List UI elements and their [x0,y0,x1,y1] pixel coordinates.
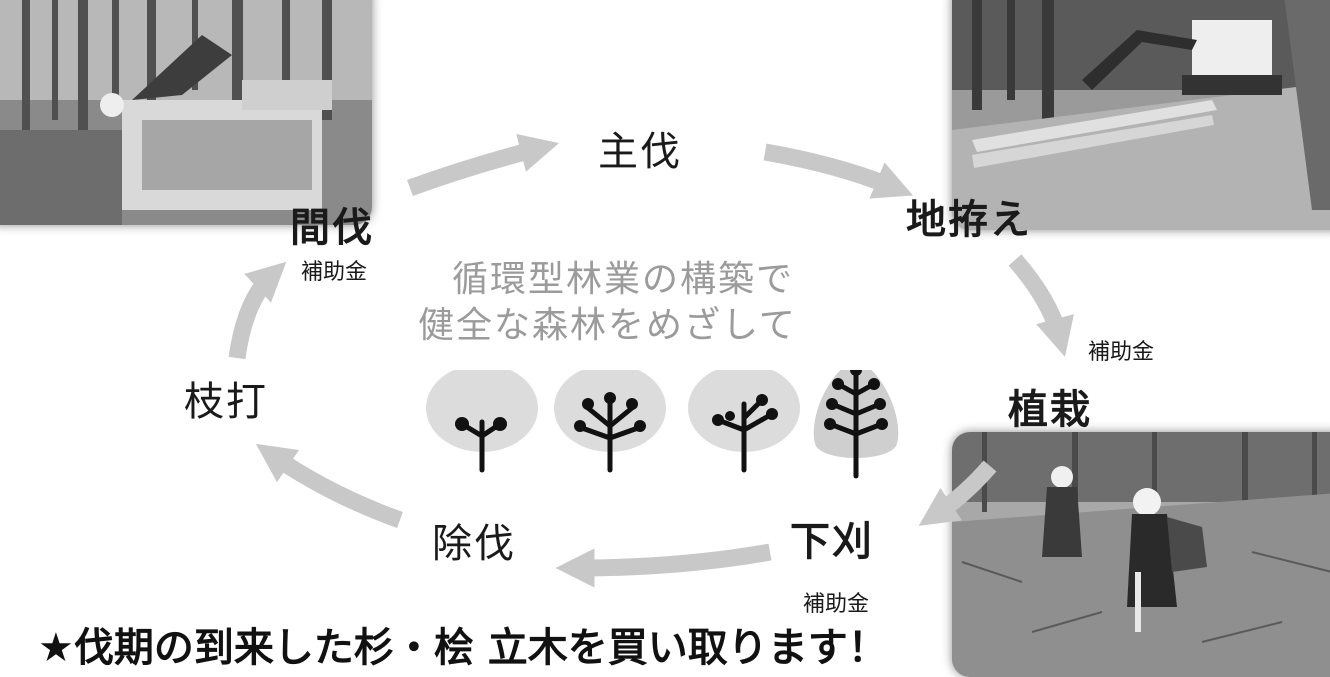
planting-photo-image [952,432,1330,677]
slogan-line-1: 循環型林業の構築で [452,259,795,300]
tree-growth-illustration [426,370,899,479]
subsidy-undercut: 補助金 [803,592,870,617]
planting-photo [952,432,1330,677]
stage-undercut: 下刈 [790,519,874,565]
subsidy-thinning: 補助金 [301,260,368,285]
arrow-undercut-to-weeding [555,543,772,588]
stage-weeding: 除伐 [432,521,516,567]
slogan-line-2: 健全な森林をめざして [418,305,797,346]
purchase-banner: ★伐期の到来した杉・桧 立木を買い取ります！ [38,625,888,671]
arrow-planting-to-undercut [918,460,997,526]
arrow-pruning-to-thinning [228,261,287,360]
cycle-arrows [228,133,1074,588]
subsidy-site-prep: 補助金 [1088,340,1155,365]
arrow-weeding-to-pruning [255,443,403,529]
thinning-photo-image [0,0,372,225]
site-prep-photo [952,0,1330,230]
thinning-photo [0,0,372,225]
arrow-main-cut-to-site-prep [763,143,914,199]
tree-icon-2 [554,370,666,473]
stage-planting: 植栽 [1008,387,1092,433]
tree-icon-3 [688,370,800,473]
stage-main-cut: 主伐 [598,129,682,175]
tree-icon-4 [813,370,899,479]
arrow-site-prep-to-planting [1008,254,1074,357]
stage-pruning: 枝打 [184,379,268,425]
stage-thinning: 間伐 [290,205,374,251]
stage-site-prep: 地拵え [906,197,1032,243]
tree-icon-1 [426,370,538,473]
site-prep-photo-image [952,0,1330,230]
arrow-thinning-to-main-cut [407,133,559,196]
